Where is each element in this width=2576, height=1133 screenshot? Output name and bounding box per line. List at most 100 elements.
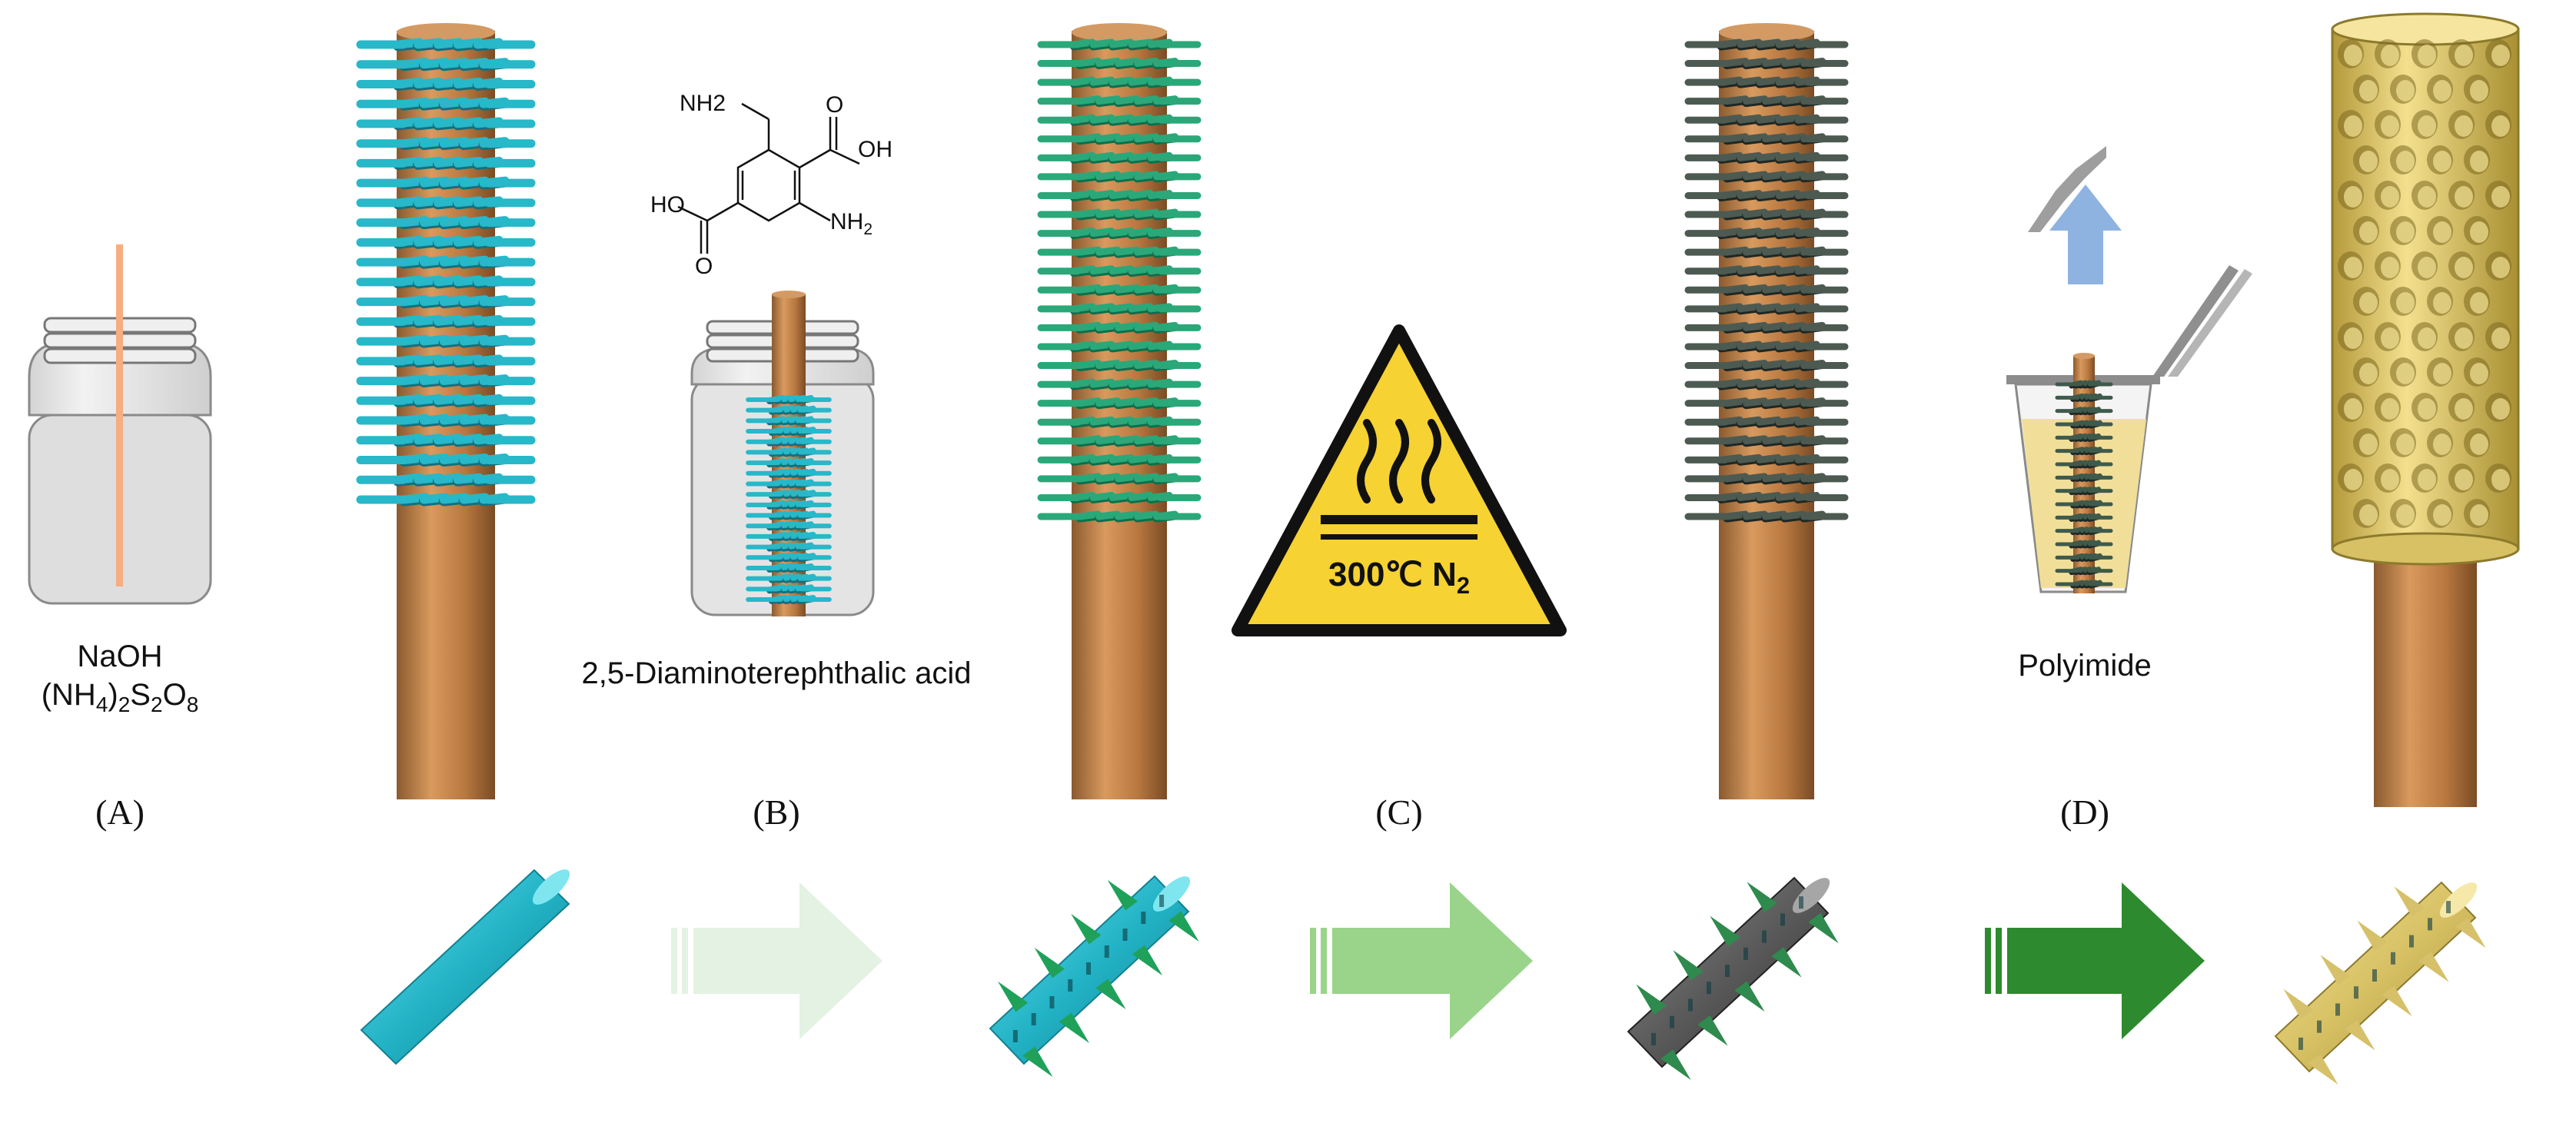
warning-temp-text: 300℃ N bbox=[1328, 556, 1457, 593]
carbonized-nanowire bbox=[1781, 435, 1807, 445]
carbonized-nanowire bbox=[1762, 510, 1787, 520]
carbon-spike-mark bbox=[1688, 998, 1693, 1012]
carbonized-nanowire bbox=[1781, 473, 1807, 483]
carbonized-nanowire bbox=[1723, 321, 1749, 331]
carbonized-nanowire bbox=[1762, 95, 1787, 105]
mof-nanowire bbox=[1115, 397, 1140, 407]
formula-part: (NH bbox=[41, 678, 96, 712]
polyimide-pore-inner bbox=[2455, 115, 2473, 137]
carbonized-nanowire bbox=[1781, 397, 1807, 407]
carbon-spike bbox=[1734, 981, 1765, 1012]
mof-nanowire bbox=[1095, 510, 1121, 520]
polyimide-pore-inner bbox=[2470, 363, 2488, 384]
carbonized-nanowire bbox=[1743, 95, 1768, 105]
mof-spike-mark bbox=[1159, 895, 1165, 907]
copper-rod-polyimide-shell bbox=[2331, 12, 2520, 807]
mof-nanowire bbox=[1095, 171, 1121, 181]
carbonized-nanowire bbox=[1723, 360, 1749, 370]
mof-nanowire bbox=[1115, 321, 1140, 331]
mof-nanowire bbox=[1109, 265, 1135, 275]
mof-spike bbox=[1095, 978, 1126, 1010]
carbonized-nanowire bbox=[1781, 360, 1807, 370]
polyimide-pore-inner bbox=[2455, 45, 2473, 66]
mof-nanowire bbox=[1076, 58, 1102, 68]
carbonized-nanowire bbox=[1756, 303, 1782, 313]
up-arrow-icon bbox=[2049, 184, 2122, 284]
polyimide-pore-inner bbox=[2418, 398, 2436, 420]
formula-part: ) bbox=[108, 678, 118, 712]
polyimide-pore-inner bbox=[2381, 45, 2399, 66]
mof-nanowire bbox=[1128, 38, 1154, 48]
mof-nanowire bbox=[1134, 510, 1159, 520]
polyimide-spike-mark bbox=[2317, 1020, 2322, 1033]
polyimide-spike-mark bbox=[2428, 918, 2432, 931]
molecule-label-nh2-top-text: NH2 bbox=[680, 91, 726, 116]
polyimide-pore-inner bbox=[2381, 115, 2399, 137]
polyimide-spike bbox=[2357, 920, 2388, 952]
carbonized-nanowire bbox=[1737, 38, 1763, 48]
fiber-polyimide bbox=[2274, 881, 2486, 1085]
carbonized-nanowire bbox=[1762, 58, 1787, 68]
mof-spike-mark bbox=[1031, 1013, 1036, 1025]
mof-spike bbox=[1132, 945, 1163, 976]
mof-nanowire bbox=[1089, 265, 1115, 275]
carbon-spike bbox=[1808, 912, 1839, 944]
step-label-d: (D) bbox=[2060, 792, 2109, 832]
mof-nanowire bbox=[1089, 341, 1115, 351]
carbonized-nanowire bbox=[1762, 435, 1787, 445]
polyimide-pore-inner bbox=[2418, 115, 2436, 137]
polyimide-pore-inner bbox=[2396, 363, 2415, 384]
carbonized-nanowire bbox=[1756, 265, 1782, 275]
copper-rod-cuoh-nanowires bbox=[356, 23, 536, 799]
polyimide-dip-beaker-icon bbox=[2006, 146, 2252, 593]
mof-nanowire bbox=[1134, 435, 1159, 445]
mof-nanowire bbox=[1134, 284, 1159, 294]
carbonized-nanowire bbox=[1743, 321, 1768, 331]
carbonized-nanowire bbox=[1762, 246, 1787, 256]
carbonized-nanowire bbox=[1775, 114, 1801, 124]
carbonized-nanowire bbox=[1756, 341, 1782, 351]
carbon-spike-mark bbox=[1707, 982, 1711, 995]
polyimide-pore-inner bbox=[2396, 504, 2415, 526]
carbonized-nanowire bbox=[1723, 510, 1749, 520]
carbonized-nanowire bbox=[1737, 189, 1763, 199]
carbonized-nanowire bbox=[1781, 208, 1807, 218]
mof-spike bbox=[998, 981, 1029, 1012]
mof-nanowire bbox=[1089, 416, 1115, 426]
carbonized-nanowire bbox=[1762, 284, 1787, 294]
mof-nanowire bbox=[1095, 473, 1121, 483]
carbon-spike-mark bbox=[1670, 1015, 1674, 1028]
polyimide-pore-inner bbox=[2433, 151, 2451, 172]
polyimide-pore-inner bbox=[2455, 469, 2473, 490]
mof-nanowire bbox=[1095, 208, 1121, 218]
carbonized-nanowire bbox=[1743, 473, 1768, 483]
polyimide-spike bbox=[2455, 917, 2486, 949]
step-label-b: (B) bbox=[753, 792, 800, 832]
polyimide-pore-inner bbox=[2491, 398, 2510, 420]
mof-nanowire bbox=[1109, 114, 1135, 124]
carbonized-nanowire bbox=[1737, 378, 1763, 388]
polyimide-pore-inner bbox=[2455, 257, 2473, 278]
mof-nanowire bbox=[1089, 38, 1115, 48]
mof-nanowire bbox=[1109, 38, 1135, 48]
mof-nanowire bbox=[1089, 76, 1115, 86]
polyimide-pore-inner bbox=[2344, 257, 2362, 278]
polyimide-pore-inner bbox=[2470, 151, 2488, 172]
mof-nanowire bbox=[1089, 454, 1115, 464]
carbonized-nanowire bbox=[1743, 284, 1768, 294]
polyimide-pore-inner bbox=[2396, 434, 2415, 455]
mof-nanowire bbox=[1095, 58, 1121, 68]
polyimide-pore-inner bbox=[2396, 221, 2415, 243]
polyimide-spike bbox=[2418, 952, 2449, 982]
carbonized-nanowire bbox=[1743, 133, 1768, 143]
carbonized-nanowire bbox=[1762, 133, 1787, 143]
process-arrow-icon bbox=[1310, 882, 1533, 1039]
carbonized-nanowire bbox=[1743, 435, 1768, 445]
mof-nanowire bbox=[1089, 491, 1115, 501]
mof-spike bbox=[1071, 913, 1102, 945]
mof-nanowire bbox=[1109, 378, 1135, 388]
mof-nanowire bbox=[1134, 246, 1159, 256]
step-label-c: (C) bbox=[1375, 792, 1423, 832]
polyimide-spike bbox=[2283, 988, 2314, 1020]
polyimide-pore-inner bbox=[2418, 257, 2436, 278]
